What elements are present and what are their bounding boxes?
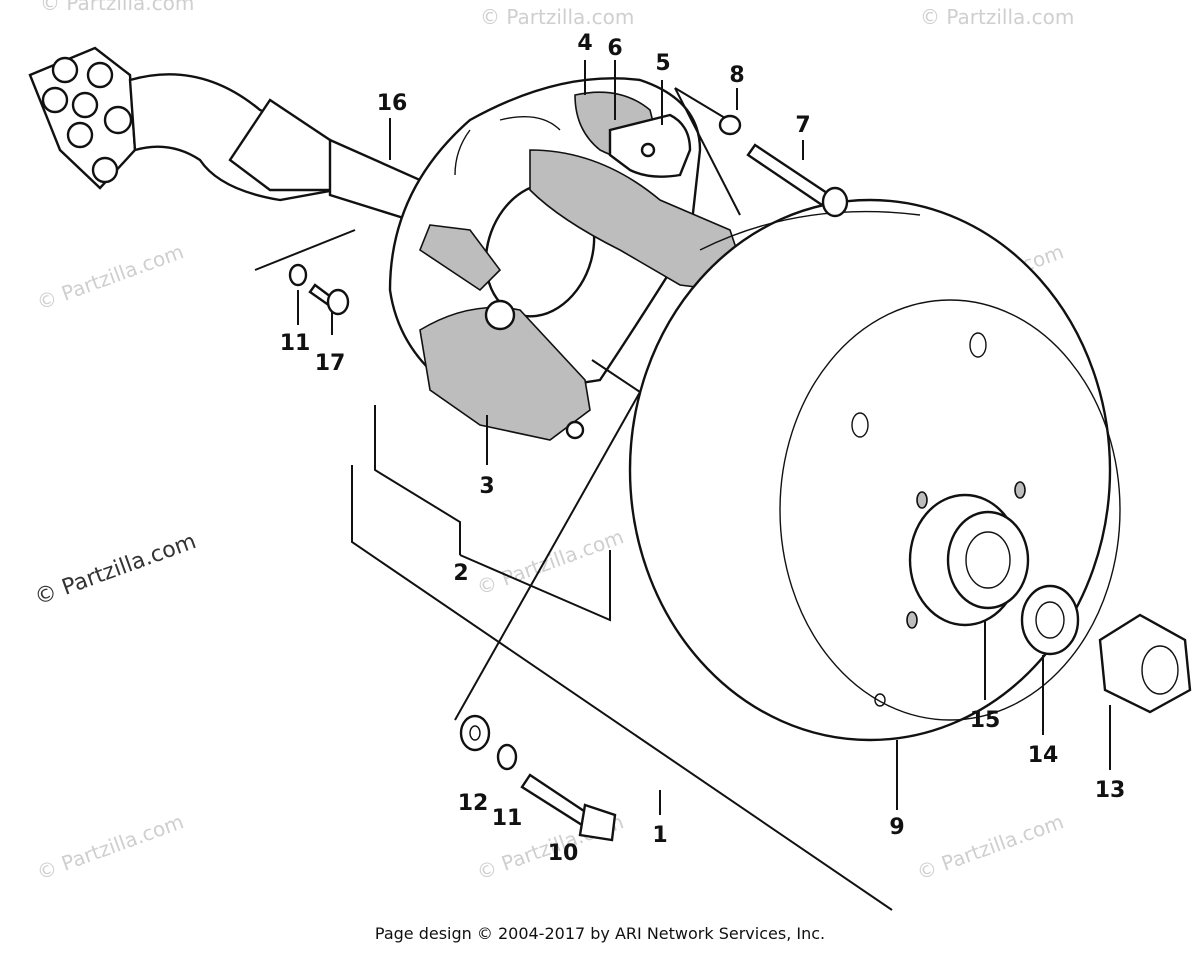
watermark: © Partzilla.com <box>40 0 194 15</box>
label-10: 10 <box>548 841 579 866</box>
callout-labels: 4 6 5 8 7 16 11 17 3 2 12 11 10 1 9 15 1… <box>280 31 1126 866</box>
label-15: 15 <box>970 708 1001 733</box>
watermark: © Partzilla.com <box>474 524 627 599</box>
label-6: 6 <box>607 36 622 61</box>
label-2: 2 <box>453 561 468 586</box>
washer-11-left <box>288 263 308 287</box>
watermark-prominent: © Partzilla.com <box>32 529 200 611</box>
label-12: 12 <box>458 791 489 816</box>
label-7: 7 <box>795 113 810 138</box>
label-4: 4 <box>577 31 592 56</box>
screw-10 <box>520 773 617 842</box>
lock-washer <box>1020 584 1080 656</box>
lighting-coil <box>419 299 591 441</box>
leader-lines <box>254 60 1111 911</box>
washer-8 <box>718 114 742 136</box>
breaker-points-assembly <box>419 91 741 292</box>
label-13: 13 <box>1095 778 1126 803</box>
label-1: 1 <box>652 823 667 848</box>
label-5: 5 <box>655 51 670 76</box>
watermark: © Partzilla.com <box>914 809 1067 884</box>
screw-17 <box>308 283 350 316</box>
ignition-cable-assembly <box>28 46 422 222</box>
label-17: 17 <box>315 351 346 376</box>
washer-12 <box>459 714 491 752</box>
label-8: 8 <box>729 63 744 88</box>
flywheel-rotor <box>628 198 1121 742</box>
label-3: 3 <box>479 474 494 499</box>
label-9: 9 <box>889 815 904 840</box>
footer-copyright: Page design © 2004-2017 by ARI Network S… <box>374 924 826 943</box>
screw-7 <box>746 143 849 218</box>
watermark: © Partzilla.com <box>920 5 1074 29</box>
label-11-left: 11 <box>280 331 311 356</box>
watermark: © Partzilla.com <box>34 239 187 314</box>
washer-11-bottom <box>496 743 518 771</box>
label-16: 16 <box>377 91 408 116</box>
flywheel-nut <box>1098 613 1192 714</box>
label-14: 14 <box>1028 743 1059 768</box>
label-11-bottom: 11 <box>492 806 523 831</box>
watermark: © Partzilla.com <box>480 5 634 29</box>
watermark: © Partzilla.com <box>34 809 187 884</box>
